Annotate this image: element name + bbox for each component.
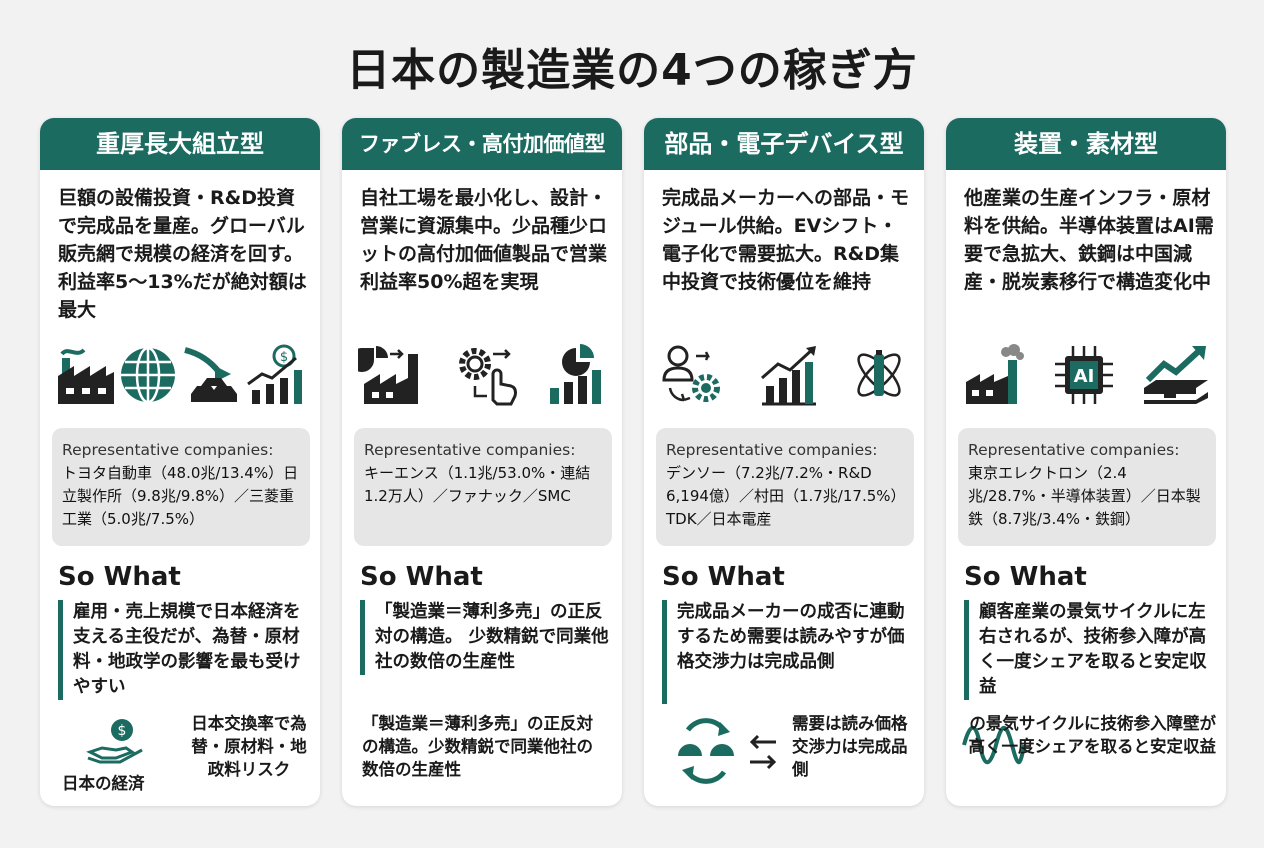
so-what-heading: So What <box>662 562 785 592</box>
card-components: 部品・電子デバイス型 完成品メーカーへの部品・モジュール供給。EVシフト・電子化… <box>644 118 924 806</box>
card-description: 完成品メーカーへの部品・モジュール供給。EVシフト・電子化で需要拡大。R&D集中… <box>662 187 910 293</box>
rep-label: Representative companies: <box>968 441 1180 459</box>
so-what-heading: So What <box>360 562 483 592</box>
steel-beam-icon <box>1144 346 1208 404</box>
pie-bar-chart-icon <box>550 344 601 404</box>
rep-label: Representative companies: <box>62 441 274 459</box>
rep-label: Representative companies: <box>666 441 878 459</box>
card-description: 巨額の設備投資・R&D投資で完成品を量産。グローバル販売網で規模の経済を回す。利… <box>58 187 307 321</box>
gear-click-icon <box>459 348 517 406</box>
icon-row: AI <box>962 340 1212 410</box>
bottom-text: の景気サイクルに技術参入障壁が高く一度シェアを取ると安定収益 <box>968 714 1217 756</box>
rep-companies: トヨタ自動車（48.0兆/13.4%）日立製作所（9.8兆/9.8%）／三菱重工… <box>62 464 299 528</box>
person-gear-icon <box>662 345 720 402</box>
bottom-section: 「製造業＝薄利多売」の正反対の構造。少数精鋭で同業他社の数倍の生産性 <box>342 712 622 802</box>
svg-text:$: $ <box>118 723 127 739</box>
gold-bars-icon <box>183 347 237 402</box>
rep-companies: デンソー（7.2兆/7.2%・R&D 6,194億）／村田（1.7兆/17.5%… <box>666 464 899 528</box>
card-header: 装置・素材型 <box>946 118 1226 170</box>
hand-coin-icon: $ <box>86 719 143 764</box>
card-description: 自社工場を最小化し、設計・営業に資源集中。少品種少ロットの高付加価値製品で営業利… <box>360 187 608 293</box>
so-what-text: 雇用・売上規模で日本経済を支える主役だが、為替・原材料・地政学の影響を最も受けや… <box>58 600 310 700</box>
bottom-left-text: 日本の経済 <box>62 774 145 793</box>
card-heavy-assembly: 重厚長大組立型 巨額の設備投資・R&D投資で完成品を量産。グローバル販売網で規模… <box>40 118 320 806</box>
representative-companies: Representative companies: デンソー（7.2兆/7.2%… <box>656 428 914 546</box>
cards-grid: 重厚長大組立型 巨額の設備投資・R&D投資で完成品を量産。グローバル販売網で規模… <box>40 118 1226 808</box>
bottom-text: 需要は読み価格交渉力は完成品側 <box>792 714 908 779</box>
sine-wave-icon <box>962 725 1026 765</box>
so-what-heading: So What <box>58 562 181 592</box>
so-what-text: 「製造業＝薄利多売」の正反対の構造。 少数精鋭で同業他社の数倍の生産性 <box>360 600 612 675</box>
icon-row: $ <box>56 340 306 410</box>
growth-chart-icon: $ <box>247 344 302 404</box>
icon-row <box>660 340 910 410</box>
representative-companies: Representative companies: キーエンス（1.1兆/53.… <box>354 428 612 546</box>
bottom-section: $ 日本の経済 日本交換率で為替・原材料・地政料リスク <box>40 712 320 802</box>
card-equipment-materials: 装置・素材型 他産業の生産インフラ・原材料を供給。半導体装置はAI需要で急拡大、… <box>946 118 1226 806</box>
ai-chip-label: AI <box>1074 366 1095 387</box>
bar-chart-up-icon <box>761 346 816 406</box>
bottom-section: 需要は読み価格交渉力は完成品側 <box>644 712 924 802</box>
so-what-heading: So What <box>964 562 1087 592</box>
factory-icon <box>58 348 114 404</box>
card-fabless: ファブレス・高付加価値型 自社工場を最小化し、設計・営業に資源集中。少品種少ロッ… <box>342 118 622 806</box>
card-header: 重厚長大組立型 <box>40 118 320 170</box>
card-header: 部品・電子デバイス型 <box>644 118 924 170</box>
globe-icon <box>121 346 176 404</box>
small-factory-icon <box>358 346 418 404</box>
bottom-section: の景気サイクルに技術参入障壁が高く一度シェアを取ると安定収益 <box>946 712 1226 802</box>
card-description: 他産業の生産インフラ・原材料を供給。半導体装置はAI需要で急拡大、鉄鋼は中国減産… <box>964 187 1214 293</box>
rep-companies: キーエンス（1.1兆/53.0%・連結1.2万人）／ファナック／SMC <box>364 464 591 505</box>
rep-companies: 東京エレクトロン（2.4兆/28.7%・半導体装置）／日本製鉄（8.7兆/3.4… <box>968 464 1201 528</box>
representative-companies: Representative companies: トヨタ自動車（48.0兆/1… <box>52 428 310 546</box>
card-header: ファブレス・高付加価値型 <box>342 118 622 170</box>
bottom-right-text: 日本交換率で為替・原材料・地政料リスク <box>191 714 307 779</box>
so-what-text: 完成品メーカーの成否に連動するため需要は読みやすが価格交渉力は完成品側 <box>662 600 914 704</box>
plant-icon <box>966 344 1024 404</box>
rep-label: Representative companies: <box>364 441 576 459</box>
ai-chip-icon: AI <box>1055 346 1113 404</box>
icon-row <box>358 340 608 410</box>
exchange-arrows-icon <box>749 734 777 770</box>
so-what-text: 顧客産業の景気サイクルに左右されるが、技術参入障が高く一度シェアを取ると安定収益 <box>964 600 1216 700</box>
representative-companies: Representative companies: 東京エレクトロン（2.4兆/… <box>958 428 1216 546</box>
svg-text:$: $ <box>280 350 288 365</box>
bottom-text: 「製造業＝薄利多売」の正反対の構造。少数精鋭で同業他社の数倍の生産性 <box>362 714 593 779</box>
page-title: 日本の製造業の4つの稼ぎ方 <box>346 45 918 96</box>
cycle-icon <box>678 718 734 784</box>
atom-battery-icon <box>857 350 901 397</box>
